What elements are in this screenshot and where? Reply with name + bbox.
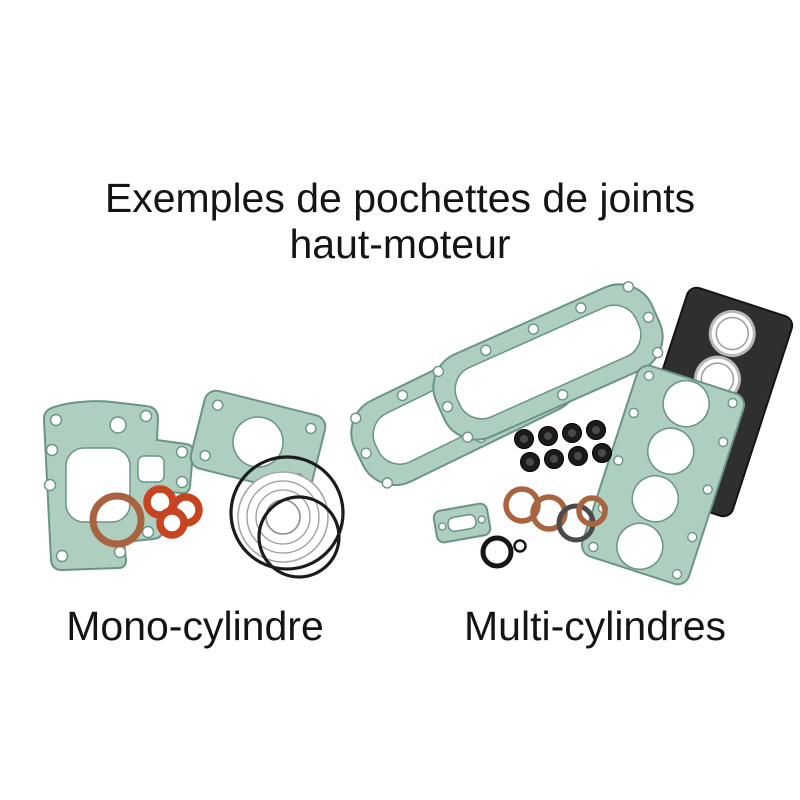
title-line-2: haut-moteur [289,220,511,267]
copper-crush-washer [89,492,145,548]
aluminium-ring-gasket [237,471,329,563]
small-o-rings [480,535,527,569]
multi-cylinder-head-gasket [580,364,746,586]
cylinder-base-gasket [42,400,195,571]
title-line-1: Exemples de pochettes de joints [104,175,696,221]
exhaust-ring-gaskets [143,485,203,539]
mono-cylinder-gasket-kit [42,389,345,579]
large-o-ring [229,455,345,571]
caption-mono-cylindre: Mono-cylindre [66,603,324,649]
multi-cylinder-gasket-kit [350,281,794,586]
gasket-kits-photo [42,281,794,586]
copper-sealing-rings [503,486,608,543]
page-title: Exemples de pochettes de joints haut-mot… [0,175,800,268]
caption-multi-cylindres: Multi-cylindres [464,603,726,649]
head-gasket [189,389,327,495]
small-o-ring [257,495,341,579]
valve-cover-gasket-b [432,281,664,443]
small-rect-gasket [432,502,492,544]
valve-stem-seals [514,420,612,472]
